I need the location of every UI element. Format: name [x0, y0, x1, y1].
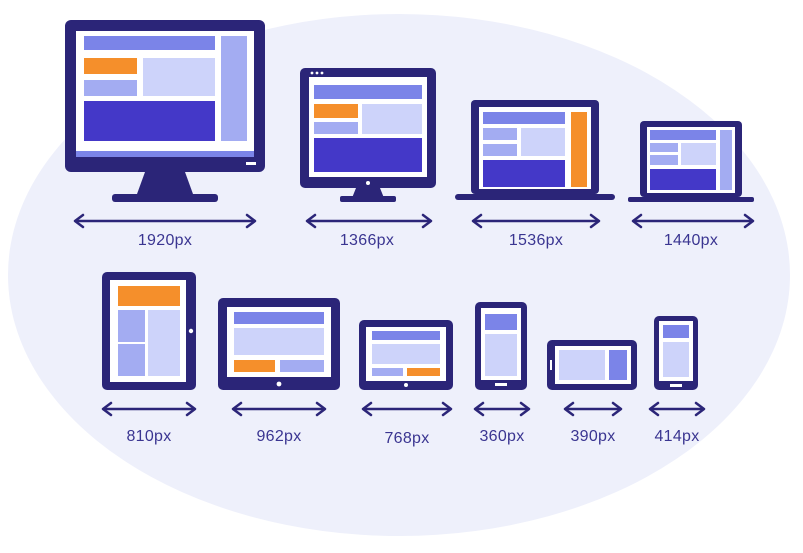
width-arrow-1536-icon: [471, 213, 601, 229]
label-414: 414px: [654, 428, 700, 445]
width-arrow-962-icon: [231, 401, 327, 417]
width-arrow-1920-icon: [73, 213, 257, 229]
width-arrow-1440-icon: [631, 213, 755, 229]
label-810: 810px: [126, 428, 172, 445]
desktop-monitor-1920-icon: [65, 20, 265, 202]
label-360: 360px: [479, 428, 525, 445]
width-arrow-768-icon: [361, 401, 453, 417]
tablet-landscape-768-icon: [359, 320, 453, 390]
phone-414-icon: [654, 316, 698, 390]
label-1920: 1920px: [137, 232, 193, 249]
width-arrow-390-icon: [563, 401, 623, 417]
laptop-1536-icon: [455, 100, 615, 200]
width-arrow-360-icon: [473, 401, 531, 417]
width-arrow-414-icon: [648, 401, 706, 417]
laptop-1440-icon: [628, 121, 754, 202]
width-arrow-810-icon: [101, 401, 197, 417]
phone-landscape-390-icon: [547, 340, 637, 390]
label-1366: 1366px: [339, 232, 395, 249]
phone-360-icon: [475, 302, 527, 390]
label-1536: 1536px: [508, 232, 564, 249]
tablet-portrait-810-icon: [102, 272, 196, 390]
label-768: 768px: [384, 430, 430, 447]
width-arrow-1366-icon: [305, 213, 433, 229]
label-390: 390px: [570, 428, 616, 445]
label-962: 962px: [256, 428, 302, 445]
desktop-monitor-1366-icon: [300, 68, 436, 202]
label-1440: 1440px: [663, 232, 719, 249]
tablet-landscape-962-icon: [218, 298, 340, 390]
